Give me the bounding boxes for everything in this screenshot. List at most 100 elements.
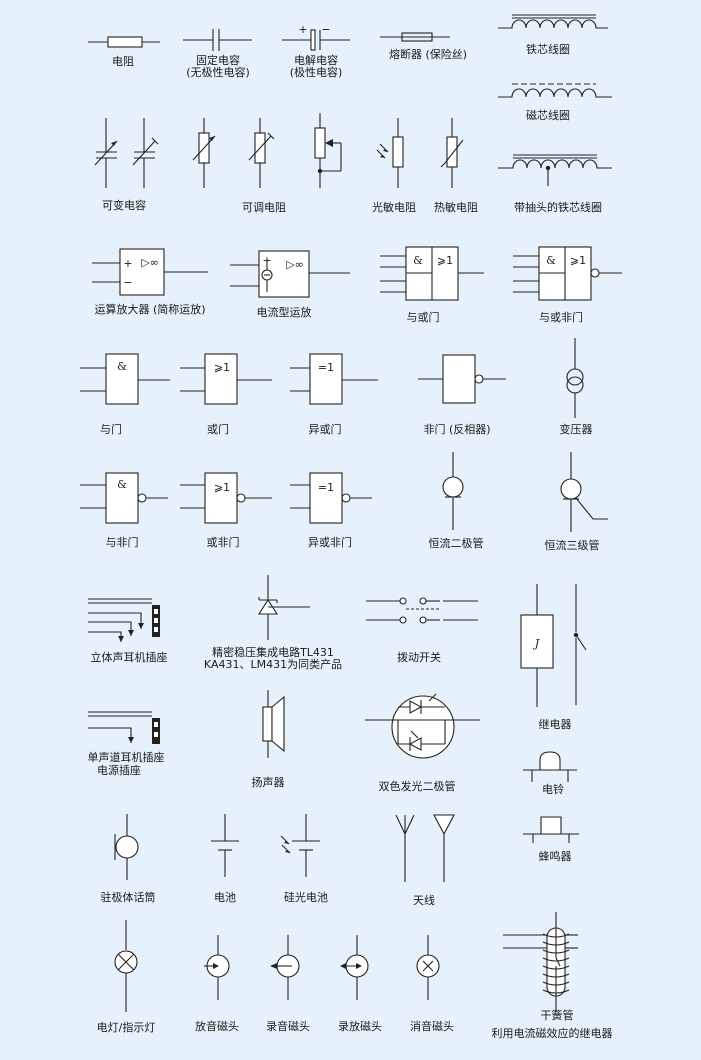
- mono-jack-symbol: 单声道耳机插座 电源插座: [88, 711, 165, 777]
- label-reed-2: 利用电流磁效应的继电器: [492, 1026, 613, 1040]
- speaker-symbol: 扬声器: [252, 690, 285, 789]
- nor-ge1: ⩾1: [214, 481, 230, 494]
- label-nand-gate: 与非门: [106, 535, 139, 549]
- electret-mic-symbol: 驻极体话筒: [101, 814, 156, 904]
- label-antenna: 天线: [413, 893, 435, 907]
- label-cc-transistor: 恒流三级管: [545, 538, 600, 552]
- fixed-capacitor-symbol: 固定电容 (无极性电容): [183, 29, 252, 79]
- and-amp: &: [117, 360, 127, 373]
- label-thermal-res: 热敏电阻: [434, 200, 478, 214]
- label-tapped-coil: 带抽头的铁芯线圈: [514, 200, 602, 214]
- battery-symbol: 电池: [211, 814, 239, 904]
- and-or-not-ge1: ⩾1: [570, 254, 586, 267]
- label-current-opamp: 电流型运放: [257, 305, 312, 319]
- constant-current-diode-symbol: 恒流二极管: [429, 452, 484, 550]
- label-iron-coil: 铁芯线圈: [526, 42, 570, 56]
- label-photo-res: 光敏电阻: [372, 200, 416, 214]
- label-ferrite-coil: 磁芯线圈: [526, 108, 570, 122]
- label-speaker: 扬声器: [252, 775, 285, 789]
- erase-head-symbol: 消音磁头: [410, 935, 454, 1033]
- opamp-triangle: ▷∞: [141, 256, 159, 269]
- nor-gate-symbol: ⩾1 或非门: [180, 472, 272, 549]
- label-opamp: 运算放大器 (简称运放): [94, 302, 205, 316]
- label-xor-gate: 异或门: [309, 422, 342, 436]
- label-solar-cell: 硅光电池: [284, 890, 328, 904]
- label-record-head: 录音磁头: [266, 1019, 310, 1033]
- antenna-symbol: 天线: [395, 814, 455, 907]
- adjustable-resistor-symbol: 可调电阻: [192, 118, 286, 214]
- label-battery: 电池: [214, 891, 236, 904]
- label-resistor: 电阻: [112, 55, 134, 68]
- label-electrolytic-1: 电解电容: [294, 53, 338, 67]
- label-electrolytic-2: (极性电容): [290, 65, 343, 79]
- or-gate-symbol: ⩾1 或门: [180, 353, 272, 436]
- rec-play-head-symbol: 录放磁头: [338, 935, 382, 1033]
- label-not-gate: 非门 (反相器): [423, 422, 490, 436]
- label-and-gate: 与门: [100, 422, 122, 436]
- constant-current-transistor-symbol: 恒流三级管: [545, 452, 608, 552]
- label-transformer: 变压器: [560, 422, 593, 436]
- relay-symbol: J 继电器: [520, 584, 587, 731]
- solar-cell-symbol: 硅光电池: [280, 814, 328, 904]
- label-buzzer: 蜂鸣器: [539, 849, 572, 863]
- lamp-symbol: 电灯/指示灯: [97, 920, 156, 1034]
- opamp-plus: +: [123, 257, 132, 270]
- variable-capacitor-symbol: 可变电容: [94, 118, 159, 212]
- label-rec-play-head: 录放磁头: [338, 1019, 382, 1033]
- label-fuse: 熔断器 (保险丝): [389, 47, 467, 61]
- label-toggle-switch: 拨动开关: [397, 650, 441, 664]
- label-stereo-jack: 立体声耳机插座: [91, 650, 168, 664]
- label-mono-jack-1: 单声道耳机插座: [88, 750, 165, 764]
- tl431-symbol: 精密稳压集成电路TL431 KA431、LM431为同类产品: [204, 575, 342, 671]
- toggle-switch-symbol: 拨动开关: [366, 597, 478, 664]
- label-adjustable-res: 可调电阻: [242, 201, 286, 214]
- label-mono-jack-2: 电源插座: [97, 763, 141, 777]
- potentiometer-symbol: [314, 113, 342, 188]
- and-or-ge1: ⩾1: [437, 254, 453, 267]
- label-erase-head: 消音磁头: [410, 1019, 454, 1033]
- thermistor-symbol: 热敏电阻: [434, 118, 478, 214]
- reed-switch-symbol: 干簧管 利用电流磁效应的继电器: [492, 912, 613, 1040]
- label-and-or: 与或门: [407, 310, 440, 324]
- label-variable-cap: 可变电容: [102, 198, 146, 212]
- label-and-or-not: 与或非门: [539, 310, 583, 324]
- opamp-symbol: + − ▷∞ 运算放大器 (简称运放): [92, 248, 208, 316]
- label-playback-head: 放音磁头: [195, 1019, 239, 1033]
- label-cc-diode: 恒流二极管: [429, 536, 484, 550]
- nand-gate-symbol: & 与非门: [80, 472, 168, 549]
- not-gate-symbol: 非门 (反相器): [418, 354, 506, 436]
- tapped-iron-coil-symbol: 带抽头的铁芯线圈: [498, 154, 612, 214]
- stereo-jack-symbol: 立体声耳机插座: [88, 598, 168, 664]
- label-bicolor-led: 双色发光二极管: [379, 779, 456, 793]
- fuse-symbol: 熔断器 (保险丝): [380, 32, 467, 61]
- label-fixed-cap-2: (无极性电容): [186, 65, 250, 79]
- bell-symbol: 电铃: [523, 751, 577, 796]
- label-relay: 继电器: [539, 718, 572, 731]
- current-opamp-symbol: + ▷∞ 电流型运放: [230, 250, 350, 319]
- xor-eq1: =1: [318, 361, 334, 374]
- opamp-minus: −: [123, 276, 132, 289]
- and-or-gate-symbol: & ⩾1 与或门: [380, 246, 484, 324]
- xor-gate-symbol: =1 异或门: [290, 353, 378, 436]
- xnor-gate-symbol: =1 异或非门: [290, 472, 372, 549]
- iron-core-coil-symbol: 铁芯线圈: [498, 14, 608, 56]
- electrolytic-capacitor-symbol: + − 电解电容 (极性电容): [282, 23, 350, 79]
- buzzer-symbol: 蜂鸣器: [523, 816, 579, 863]
- and-or-amp: &: [413, 254, 423, 267]
- photoresistor-symbol: 光敏电阻: [372, 118, 416, 214]
- and-or-not-amp: &: [546, 254, 556, 267]
- plus-sign: +: [298, 23, 307, 36]
- relay-j: J: [533, 637, 540, 650]
- transformer-symbol: 变压器: [560, 338, 593, 436]
- ferrite-core-coil-symbol: 磁芯线圈: [498, 83, 612, 122]
- bicolor-led-symbol: 双色发光二极管: [365, 693, 480, 793]
- and-or-not-gate-symbol: & ⩾1 与或非门: [513, 246, 622, 324]
- xnor-eq1: =1: [318, 481, 334, 494]
- playback-head-symbol: 放音磁头: [195, 935, 239, 1033]
- or-ge1: ⩾1: [214, 361, 230, 374]
- record-head-symbol: 录音磁头: [266, 935, 310, 1033]
- label-nor-gate: 或非门: [207, 535, 240, 549]
- label-lamp: 电灯/指示灯: [97, 1020, 156, 1034]
- and-gate-symbol: & 与门: [80, 353, 170, 436]
